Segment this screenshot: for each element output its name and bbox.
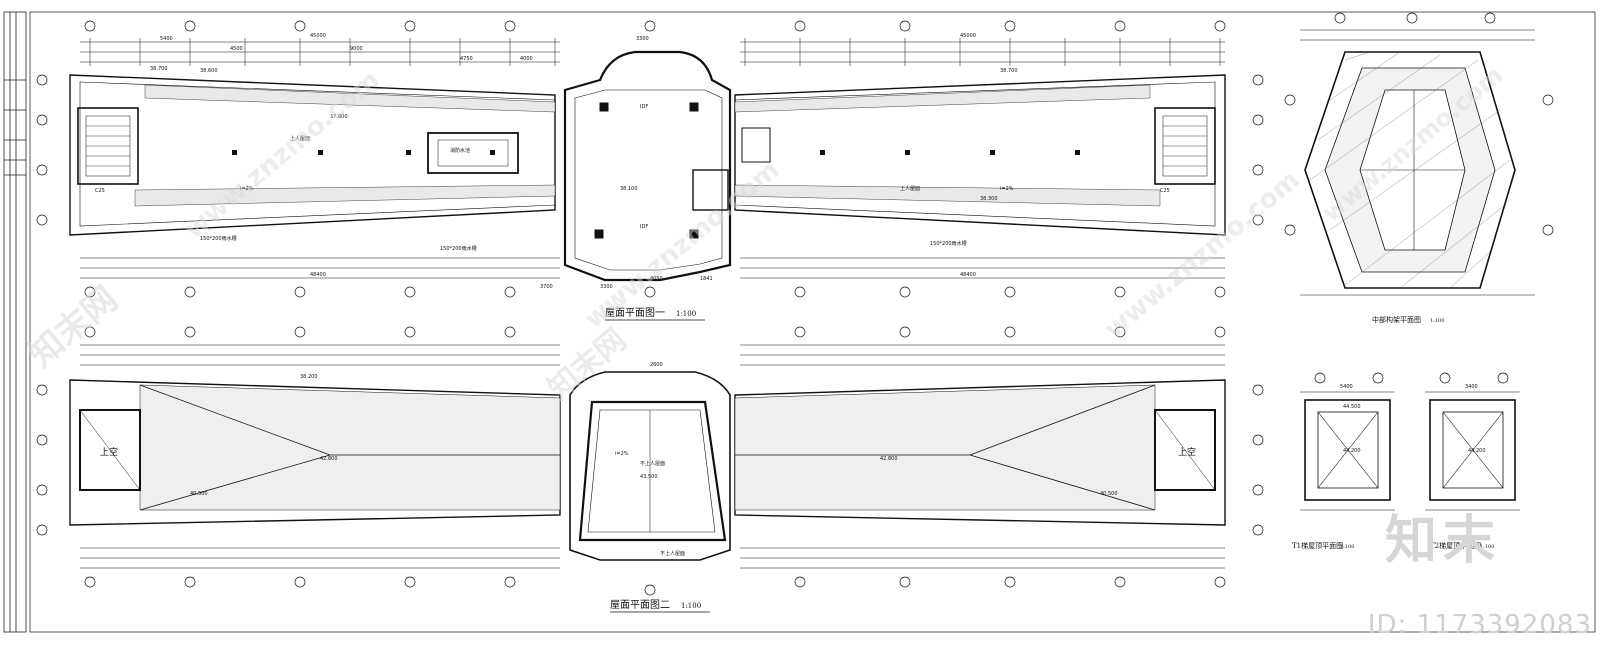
elev-1: 38.700 [150, 66, 168, 72]
elev-3: 37.800 [330, 114, 348, 120]
label-upper-roof-r: 上人屋面 [900, 185, 920, 192]
dim-bay-c: 9000 [350, 46, 363, 52]
label-void-l: 上空 [100, 446, 118, 458]
label-c25-2: C25 [1160, 188, 1170, 194]
label-drain-1: 150*200雨水槽 [200, 235, 237, 242]
dim-bay-e: 4000 [520, 56, 533, 62]
label-c25-1: C25 [95, 188, 105, 194]
label-no-access-2: 不上人屋面 [660, 550, 685, 557]
title-t1: T1梯屋顶平面图 [1292, 541, 1343, 550]
roof-plan-1 [36, 20, 1264, 298]
label-drain-3: 150*200雨水槽 [930, 240, 967, 247]
elev-8: 42.800 [880, 456, 898, 462]
id-badge: ID: 1173392083 [1367, 610, 1592, 640]
dim-bay-g: 3300 [600, 284, 613, 290]
dim-center-a: 4050 [650, 276, 663, 282]
drawing-titles: 屋面平面图一 1:100 屋面平面图二 1:100 中部构架平面图 1:100 … [605, 307, 1494, 613]
elev-9: 43.500 [640, 474, 658, 480]
elev-11: 44.200 [1343, 448, 1361, 454]
elev-12: 44.200 [1468, 448, 1486, 454]
label-idf-1: IDF [640, 104, 648, 110]
dim-bay-a: 5400 [160, 36, 173, 42]
title-middle-frame-scale: 1:100 [1430, 318, 1444, 324]
elev-10: 44.500 [1343, 404, 1361, 410]
drawing-frame [29, 11, 1596, 633]
label-slope-3: i=2% [615, 451, 629, 457]
title-t2-scale: 1:100 [1480, 544, 1494, 550]
middle-frame-plan [1284, 12, 1554, 296]
label-drain-2: 150*200雨水槽 [440, 245, 477, 252]
stair-roof-t2 [1425, 372, 1520, 511]
elev-4: 38.100 [620, 186, 638, 192]
dim-stair-w-2: 3400 [1465, 384, 1478, 390]
title-roof-plan-1-scale: 1:100 [676, 310, 696, 318]
title-roof-plan-2: 屋面平面图二 [610, 599, 670, 611]
dim-bottom-left: 48400 [310, 272, 326, 278]
roof-plan-2 [36, 326, 1264, 596]
left-title-strip [3, 11, 27, 633]
label-slope-2: i=2% [1000, 186, 1014, 192]
title-t1-scale: 1:100 [1340, 544, 1354, 550]
title-roof-plan-2-scale: 1:100 [681, 602, 701, 610]
elev-5: 38.300 [980, 196, 998, 202]
dim-overall-left: 45000 [310, 33, 326, 39]
elev-7: 42.800 [320, 456, 338, 462]
elev-13: 40.500 [190, 491, 208, 497]
label-idf-2: IDF [640, 224, 648, 230]
title-middle-frame: 中部构架平面图 [1372, 315, 1421, 324]
elev-15: 38.200 [300, 374, 318, 380]
dim-stair-w-1: 5400 [1340, 384, 1353, 390]
title-roof-plan-1: 屋面平面图一 [605, 307, 665, 319]
elev-2: 38.600 [200, 68, 218, 74]
dim-bottom-right: 48400 [960, 272, 976, 278]
dim-top-center: 3300 [636, 36, 649, 42]
stair-roof-t1 [1300, 372, 1395, 511]
elev-6: 38.700 [1000, 68, 1018, 74]
dim-bay-b: 4500 [230, 46, 243, 52]
label-slope-1: i=2% [240, 186, 254, 192]
elev-14: 40.500 [1100, 491, 1118, 497]
title-t2: T2梯屋顶平面图 [1430, 541, 1481, 550]
label-room: 消防水池 [450, 147, 470, 154]
dim-bay-d: 4750 [460, 56, 473, 62]
label-no-access: 不上人屋面 [640, 460, 665, 467]
dim-bay-h: 1841 [700, 276, 713, 282]
dim-overall-right: 45000 [960, 33, 976, 39]
brand-watermark: 知末 [1385, 510, 1502, 571]
dim-center-b: 2600 [650, 362, 663, 368]
label-upper-roof-l: 上人屋面 [290, 135, 310, 142]
label-void-r: 上空 [1178, 446, 1196, 458]
dim-bay-f: 3700 [540, 284, 553, 290]
